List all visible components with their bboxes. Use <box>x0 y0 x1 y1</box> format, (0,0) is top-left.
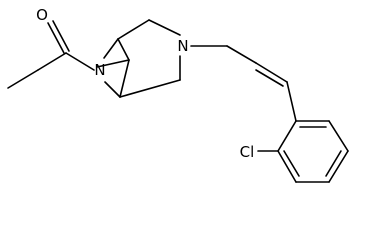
bridge-nitrogen-atom-label: N <box>94 61 105 79</box>
bond-ring-inner-double-3 <box>283 150 300 177</box>
chlorophenyl-ring <box>257 120 349 183</box>
oxygen-atom-label: O <box>36 6 48 24</box>
bond-upper-bridgehead-ethano <box>117 38 130 61</box>
bond-ring-c3-c4 <box>328 150 349 183</box>
bond-carbonyl-oxygen-a <box>47 22 65 54</box>
bond-upper-ch2-ring-n <box>148 19 181 36</box>
bond-bridge-n-lower-bridgehead <box>104 81 121 98</box>
bond-vinyl-double-b <box>255 69 284 87</box>
bond-upper-bridgehead-ch2 <box>117 19 150 40</box>
bond-vinyl-double-a <box>255 62 288 83</box>
atom-labels: O N N Cl <box>36 6 254 161</box>
bond-ethano-back <box>96 59 130 68</box>
bond-bridge-n-upper-bridgehead <box>103 38 119 59</box>
bond-vinyl-aryl <box>286 81 297 122</box>
propenyl-chain <box>190 45 297 122</box>
propanoyl-group <box>7 20 95 89</box>
diazabicyclooctane-ring <box>96 19 181 98</box>
bond-ethyl-ch2-carbonyl <box>37 52 67 71</box>
bond-ring-c2-c3 <box>328 120 349 152</box>
chlorine-atom-label: Cl <box>240 143 255 161</box>
bond-ethyl-ch3-ch2 <box>7 69 39 89</box>
bond-ethano-lower-bridgehead <box>119 59 130 98</box>
chemical-structure-diagram: O N N Cl <box>7 6 349 183</box>
bond-ring-c5-c6 <box>277 150 297 183</box>
bond-ring-inner-double-2 <box>325 150 342 177</box>
bond-ch2-vinyl <box>226 45 257 64</box>
bond-ring-c6-c1 <box>277 120 297 152</box>
bond-carbonyl-nitrogen <box>65 52 95 71</box>
bond-lower-ch2-lower-bridgehead <box>119 79 181 98</box>
ring-nitrogen-atom-label: N <box>177 37 188 55</box>
bond-carbonyl-oxygen-b <box>52 20 70 52</box>
